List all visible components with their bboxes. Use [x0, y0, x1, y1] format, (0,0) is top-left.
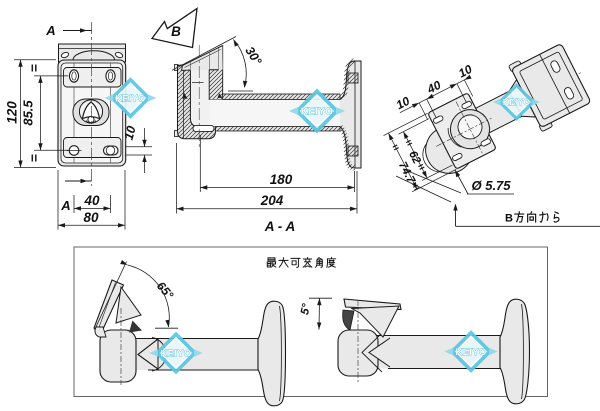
svg-text:180: 180: [270, 172, 293, 187]
svg-text:B: B: [505, 213, 513, 225]
svg-text:204: 204: [260, 193, 284, 208]
svg-text:KEIYO: KEIYO: [456, 347, 487, 358]
svg-text:10: 10: [122, 124, 139, 141]
svg-text:A: A: [45, 23, 55, 38]
svg-text:A - A: A - A: [264, 219, 296, 234]
svg-text:62: 62: [406, 149, 423, 166]
svg-text:5°: 5°: [299, 302, 313, 316]
svg-text:80: 80: [83, 210, 99, 225]
svg-text:KEIYO: KEIYO: [161, 348, 192, 359]
svg-text:KEIYO: KEIYO: [503, 97, 531, 107]
svg-text:A: A: [60, 198, 70, 213]
svg-text:KEIYO: KEIYO: [301, 107, 334, 118]
svg-text:85.5: 85.5: [21, 100, 36, 126]
svg-text:10: 10: [456, 62, 475, 81]
svg-text:120: 120: [5, 101, 20, 124]
svg-text:10: 10: [394, 94, 413, 113]
svg-text:B: B: [171, 24, 181, 39]
svg-text:Ø 5.75: Ø 5.75: [471, 178, 511, 193]
svg-text:KEIYO: KEIYO: [116, 93, 146, 103]
svg-text:40: 40: [424, 78, 443, 97]
svg-text:40: 40: [83, 193, 100, 208]
